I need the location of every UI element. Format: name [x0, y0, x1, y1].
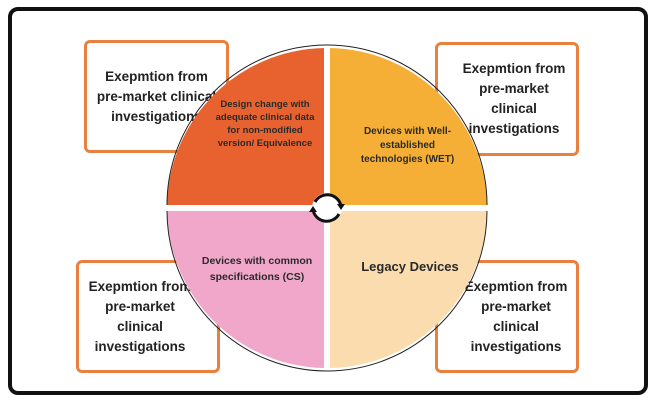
quadrant-label-bottom-right: Legacy Devices — [361, 259, 459, 274]
quadrant-label-top-left: Design change with adequate clinical dat… — [215, 99, 315, 149]
quadrant-bottom-left — [167, 211, 324, 368]
exemption-box-bottom-right: Exepmtion from pre-market clinical inves… — [435, 260, 579, 373]
exemption-box-top-left: Exepmtion from pre-market clinical inves… — [84, 40, 229, 153]
quadrant-top-right — [330, 48, 487, 205]
cycle-arrows-icon — [309, 193, 345, 223]
quadrant-label-top-right: Devices with Well-established technologi… — [360, 126, 455, 165]
quadrant-top-left — [167, 48, 324, 205]
quadrant-bottom-right — [330, 211, 487, 368]
quadrant-label-bottom-left: Devices with common specifications (CS) — [201, 255, 313, 283]
exemption-box-top-right: Exepmtion from pre-market clinical inves… — [435, 42, 579, 156]
